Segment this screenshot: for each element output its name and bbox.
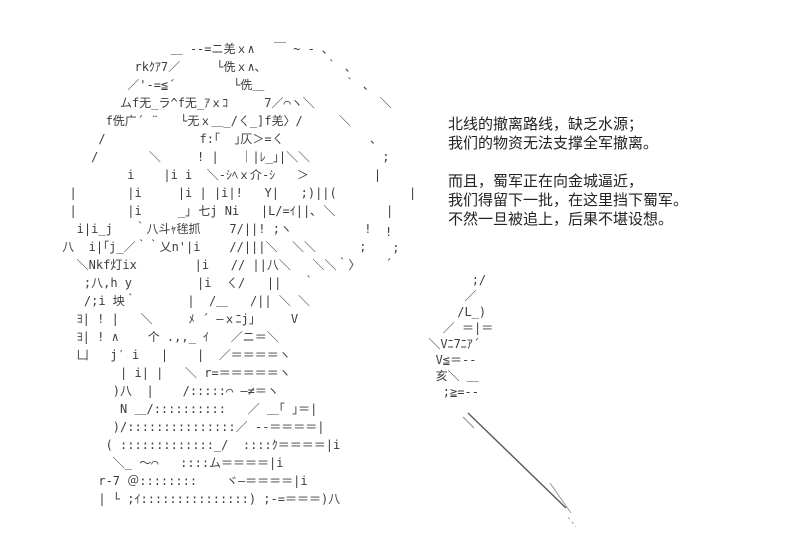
ascii-art-character: ＿ -‐=ニ羌ｘ∧ ￣ ~ ‐ ､ rkｸｱ7／ └侁ｘ∧､ ｀ ､ ／'-=≦… [62, 42, 417, 506]
dialogue-text: 北线的撤离路线，缺乏水源； 我们的物资无法支撑全军撤离。 而且，蜀军正在向金城逼… [448, 117, 689, 228]
ascii-art-side-fragment: ! ; ´ ;/ ／ /L_) ／ ＝|＝ ＼Vﾆ7ﾆｱ´ V≦＝-- 亥＼ ＿… [385, 225, 494, 399]
weapon-stroke-graphic [462, 412, 577, 528]
